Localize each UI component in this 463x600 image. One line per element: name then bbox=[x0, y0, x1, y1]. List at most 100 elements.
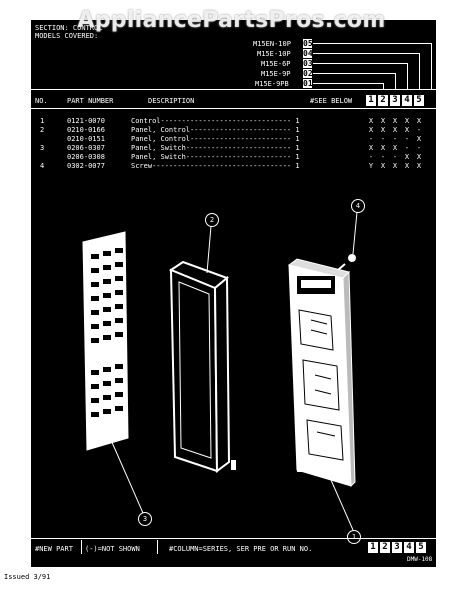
row-mark: X bbox=[416, 135, 422, 143]
row-mark: - bbox=[404, 135, 410, 143]
series-column-box: 5 bbox=[414, 95, 424, 106]
callout-1: 1 bbox=[347, 530, 361, 544]
callout-leader bbox=[352, 211, 358, 255]
row-mark: X bbox=[416, 117, 422, 125]
row-mark: - bbox=[380, 135, 386, 143]
row-part-number: 0206-0308 bbox=[67, 153, 105, 161]
footer-series-box: 5 bbox=[416, 542, 426, 553]
row-mark: X bbox=[380, 162, 386, 170]
footer-series-box: 2 bbox=[380, 542, 390, 553]
col-desc-header: DESCRIPTION bbox=[148, 97, 195, 105]
drawing-number: DMW-108 bbox=[407, 556, 433, 563]
model-line bbox=[395, 73, 396, 89]
callout-leader bbox=[330, 479, 354, 531]
row-part-number: 0210-0151 bbox=[67, 135, 105, 143]
model-line bbox=[313, 53, 419, 54]
footer-divider bbox=[81, 540, 82, 554]
model-number-box: 05 bbox=[303, 39, 313, 48]
row-mark: X bbox=[380, 117, 386, 125]
row-mark: - bbox=[404, 144, 410, 152]
footer-rule bbox=[31, 538, 436, 539]
model-line bbox=[313, 43, 431, 44]
row-description: Panel, Switch------------------------- 1 bbox=[131, 144, 300, 152]
row-mark: X bbox=[368, 144, 374, 152]
row-mark: X bbox=[392, 162, 398, 170]
row-mark: X bbox=[380, 126, 386, 134]
table-header-rule bbox=[31, 108, 436, 109]
row-mark: - bbox=[368, 153, 374, 161]
model-line bbox=[419, 53, 420, 89]
row-mark: Y bbox=[368, 162, 374, 170]
row-mark: - bbox=[416, 144, 422, 152]
row-part-number: 0210-0166 bbox=[67, 126, 105, 134]
row-mark: X bbox=[404, 153, 410, 161]
row-mark: - bbox=[380, 153, 386, 161]
row-no: 1 bbox=[40, 117, 45, 125]
footer-series-box: 3 bbox=[392, 542, 402, 553]
row-part-number: 0302-0077 bbox=[67, 162, 105, 170]
callout-leader bbox=[110, 439, 144, 514]
row-mark: X bbox=[368, 126, 374, 134]
section-title: SECTION: CONTROL bbox=[35, 24, 103, 32]
row-mark: X bbox=[392, 117, 398, 125]
row-no: 3 bbox=[40, 144, 45, 152]
model-line bbox=[313, 63, 407, 64]
callout-4: 4 bbox=[351, 199, 365, 213]
model-line bbox=[313, 73, 395, 74]
exploded-view-diagram bbox=[82, 211, 358, 531]
model-line bbox=[407, 63, 408, 89]
column-note: #COLUMN=SERIES, SER PRE OR RUN NO. bbox=[169, 545, 313, 553]
row-description: Screw--------------------------------- 1 bbox=[131, 162, 300, 170]
row-description: Panel, Switch------------------------- 1 bbox=[131, 153, 300, 161]
series-column-box: 3 bbox=[390, 95, 400, 106]
model-name: M15E-6P bbox=[261, 60, 291, 68]
row-mark: X bbox=[392, 126, 398, 134]
callout-3: 3 bbox=[138, 512, 152, 526]
model-line bbox=[313, 83, 383, 84]
series-column-box: 1 bbox=[366, 95, 376, 106]
row-mark: X bbox=[404, 162, 410, 170]
row-mark: X bbox=[416, 153, 422, 161]
series-column-box: 2 bbox=[378, 95, 388, 106]
watermark-text: AppliancePartsPros.com bbox=[77, 8, 386, 33]
row-mark: X bbox=[404, 126, 410, 134]
screw-part bbox=[337, 254, 356, 271]
model-number-box: 01 bbox=[303, 79, 313, 88]
not-shown-legend: (-)=NOT SHOWN bbox=[85, 545, 140, 553]
row-mark: X bbox=[404, 117, 410, 125]
col-part-header: PART NUMBER bbox=[67, 97, 114, 105]
row-mark: X bbox=[368, 117, 374, 125]
row-mark: - bbox=[392, 153, 398, 161]
model-line bbox=[383, 83, 384, 89]
new-part-legend: #NEW PART bbox=[35, 545, 73, 553]
footer-divider bbox=[157, 540, 158, 554]
footer-series-box: 4 bbox=[404, 542, 414, 553]
series-column-box: 4 bbox=[402, 95, 412, 106]
row-part-number: 0121-0070 bbox=[67, 117, 105, 125]
row-mark: X bbox=[380, 144, 386, 152]
model-line bbox=[431, 43, 432, 89]
row-mark: - bbox=[368, 135, 374, 143]
table-top-rule bbox=[31, 89, 436, 90]
issued-date: Issued 3/91 bbox=[4, 573, 51, 581]
control-board-part bbox=[287, 258, 356, 488]
model-name: M15EN-10P bbox=[253, 40, 291, 48]
row-mark: X bbox=[392, 144, 398, 152]
row-description: Panel, Control------------------------ 1 bbox=[131, 126, 300, 134]
row-no: 2 bbox=[40, 126, 45, 134]
model-name: M15E-9P bbox=[261, 70, 291, 78]
col-see-below-header: #SEE BELOW bbox=[310, 97, 353, 105]
model-number-box: 03 bbox=[303, 59, 313, 68]
row-description: Panel, Control------------------------ 1 bbox=[131, 135, 300, 143]
switch-panel-part bbox=[82, 231, 129, 451]
model-name: M15E-10P bbox=[257, 50, 291, 58]
diagram-frame: SECTION: CONTROL MODELS COVERED: M15EN-1… bbox=[31, 20, 436, 567]
model-name: M15E-9PB bbox=[255, 80, 289, 88]
callout-2: 2 bbox=[205, 213, 219, 227]
control-panel-part bbox=[168, 260, 236, 473]
row-mark: X bbox=[416, 162, 422, 170]
callout-leader bbox=[206, 225, 212, 274]
row-description: Control------------------------------- 1 bbox=[131, 117, 300, 125]
model-number-box: 02 bbox=[303, 69, 313, 78]
